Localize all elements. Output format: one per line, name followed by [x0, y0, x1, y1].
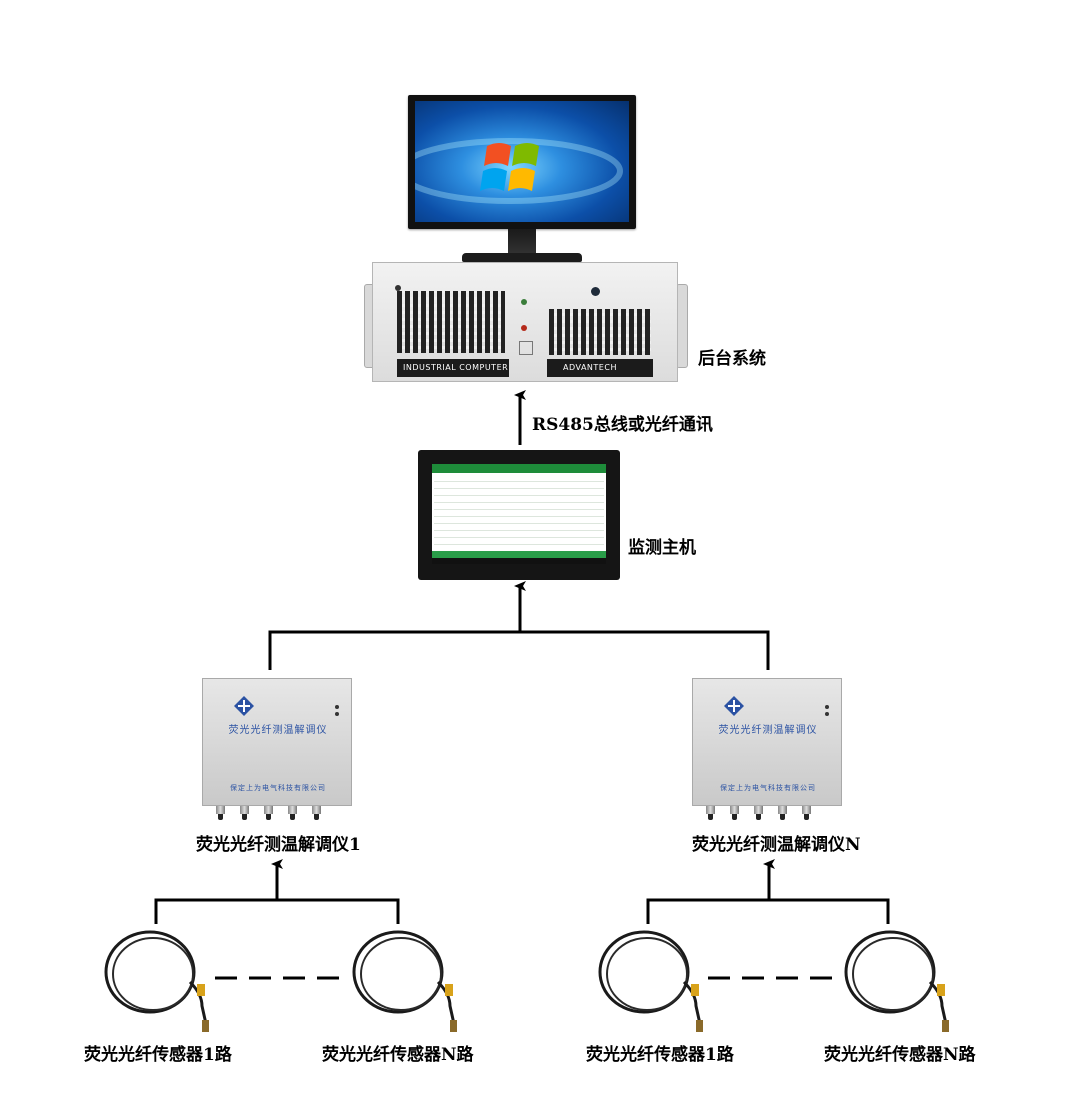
- windows-logo-icon: [415, 138, 623, 204]
- monitor: [408, 95, 636, 229]
- demodulator-n-panel-title: 荧光光纤测温解调仪: [718, 725, 818, 736]
- label-demodulator-n: 荧光光纤测温解调仪N: [692, 835, 861, 855]
- host-screen: [432, 464, 606, 564]
- industrial-computer: INDUSTRIAL COMPUTER ADVANTECH: [372, 262, 678, 382]
- status-led-icon: [825, 712, 829, 716]
- monitoring-host: [418, 450, 620, 580]
- fiber-sensor-icon: [104, 930, 209, 1032]
- power-led-icon: [521, 299, 527, 305]
- status-led-icon: [335, 705, 339, 709]
- monitor-base: [462, 253, 582, 262]
- demodulator-1: 荧光光纤测温解调仪 保定上为电气科技有限公司: [202, 678, 352, 806]
- screw-icon: [395, 285, 401, 291]
- vent-right: [549, 309, 651, 355]
- demodulator-1-panel-title: 荧光光纤测温解调仪: [228, 725, 328, 736]
- bus-sensors-left: [154, 898, 400, 924]
- lock-icon: [591, 287, 600, 296]
- label-sensor-left-1: 荧光光纤传感器1路: [84, 1045, 232, 1065]
- monitor-screen: [415, 101, 629, 222]
- label-backend: 后台系统: [698, 349, 766, 369]
- fiber-sensor-icon: [598, 930, 703, 1032]
- status-led-icon: [335, 712, 339, 716]
- label-sensor-right-1: 荧光光纤传感器1路: [586, 1045, 734, 1065]
- fiber-sensor-icon: [844, 930, 949, 1032]
- bus-sensors-right: [646, 898, 890, 924]
- demodulator-1-panel-company: 保定上为电气科技有限公司: [230, 784, 326, 792]
- host-screen-titlebar: [432, 464, 606, 473]
- label-host: 监测主机: [628, 538, 696, 558]
- bus-demodulators: [268, 630, 770, 670]
- company-logo-icon: [724, 696, 744, 716]
- host-screen-statusbar: [432, 551, 606, 558]
- label-link: RS485总线或光纤通讯: [532, 415, 713, 435]
- host-screen-navbar: [432, 558, 606, 564]
- vent-left: [397, 291, 505, 353]
- demodulator-n: 荧光光纤测温解调仪 保定上为电气科技有限公司: [692, 678, 842, 806]
- demodulator-n-panel-company: 保定上为电气科技有限公司: [720, 784, 816, 792]
- reset-led-icon: [521, 325, 527, 331]
- label-sensor-right-n: 荧光光纤传感器N路: [824, 1045, 976, 1065]
- ipc-advantech-strip: ADVANTECH: [547, 359, 653, 377]
- label-sensor-left-n: 荧光光纤传感器N路: [322, 1045, 474, 1065]
- monitor-stand: [508, 229, 536, 255]
- usb-port-icon: [519, 341, 533, 355]
- ipc-brand-strip: INDUSTRIAL COMPUTER: [397, 359, 509, 377]
- fiber-sensor-icon: [352, 930, 457, 1032]
- status-led-icon: [825, 705, 829, 709]
- label-demodulator-1: 荧光光纤测温解调仪1: [196, 835, 361, 855]
- company-logo-icon: [234, 696, 254, 716]
